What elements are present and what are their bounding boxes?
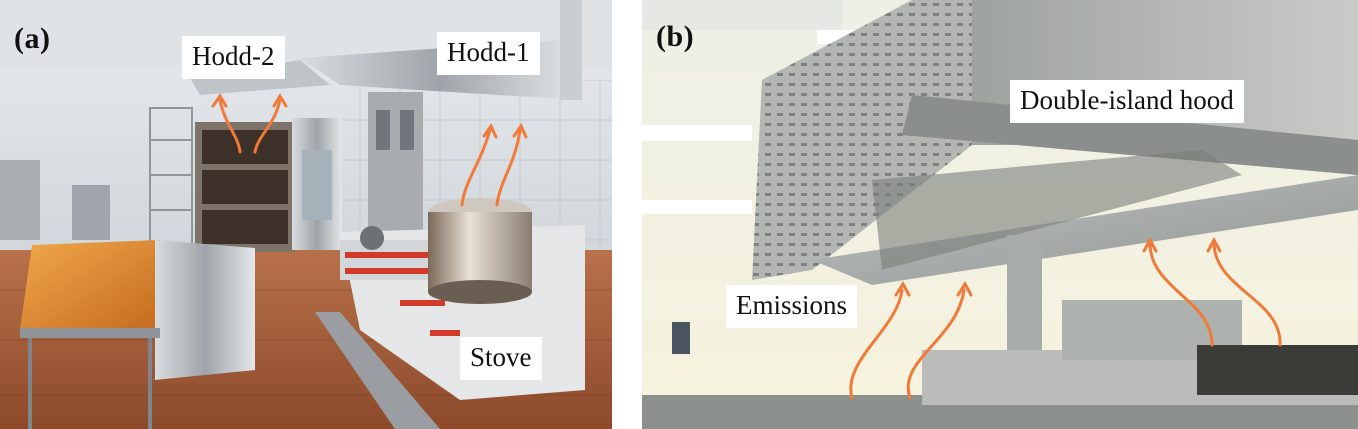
emission-arrows-a	[211, 93, 528, 207]
panel-b-kitchen-photo: (b) Double-island hood Emissions	[642, 0, 1358, 429]
emissions-label: Emissions	[726, 285, 858, 328]
kitchen-b-illustration	[642, 0, 1358, 429]
stove-label: Stove	[460, 337, 542, 380]
panel-a-kitchen-photo: (a) Hodd-2 Hodd-1 Stove	[0, 0, 612, 429]
panel-letter-a: (a)	[14, 22, 51, 55]
hood-1-label: Hodd-1	[437, 32, 540, 75]
emission-arrows-b	[849, 236, 1282, 400]
double-island-hood-label: Double-island hood	[1010, 80, 1244, 123]
hood-2-label: Hodd-2	[182, 36, 285, 79]
panel-letter-b: (b)	[656, 20, 695, 53]
